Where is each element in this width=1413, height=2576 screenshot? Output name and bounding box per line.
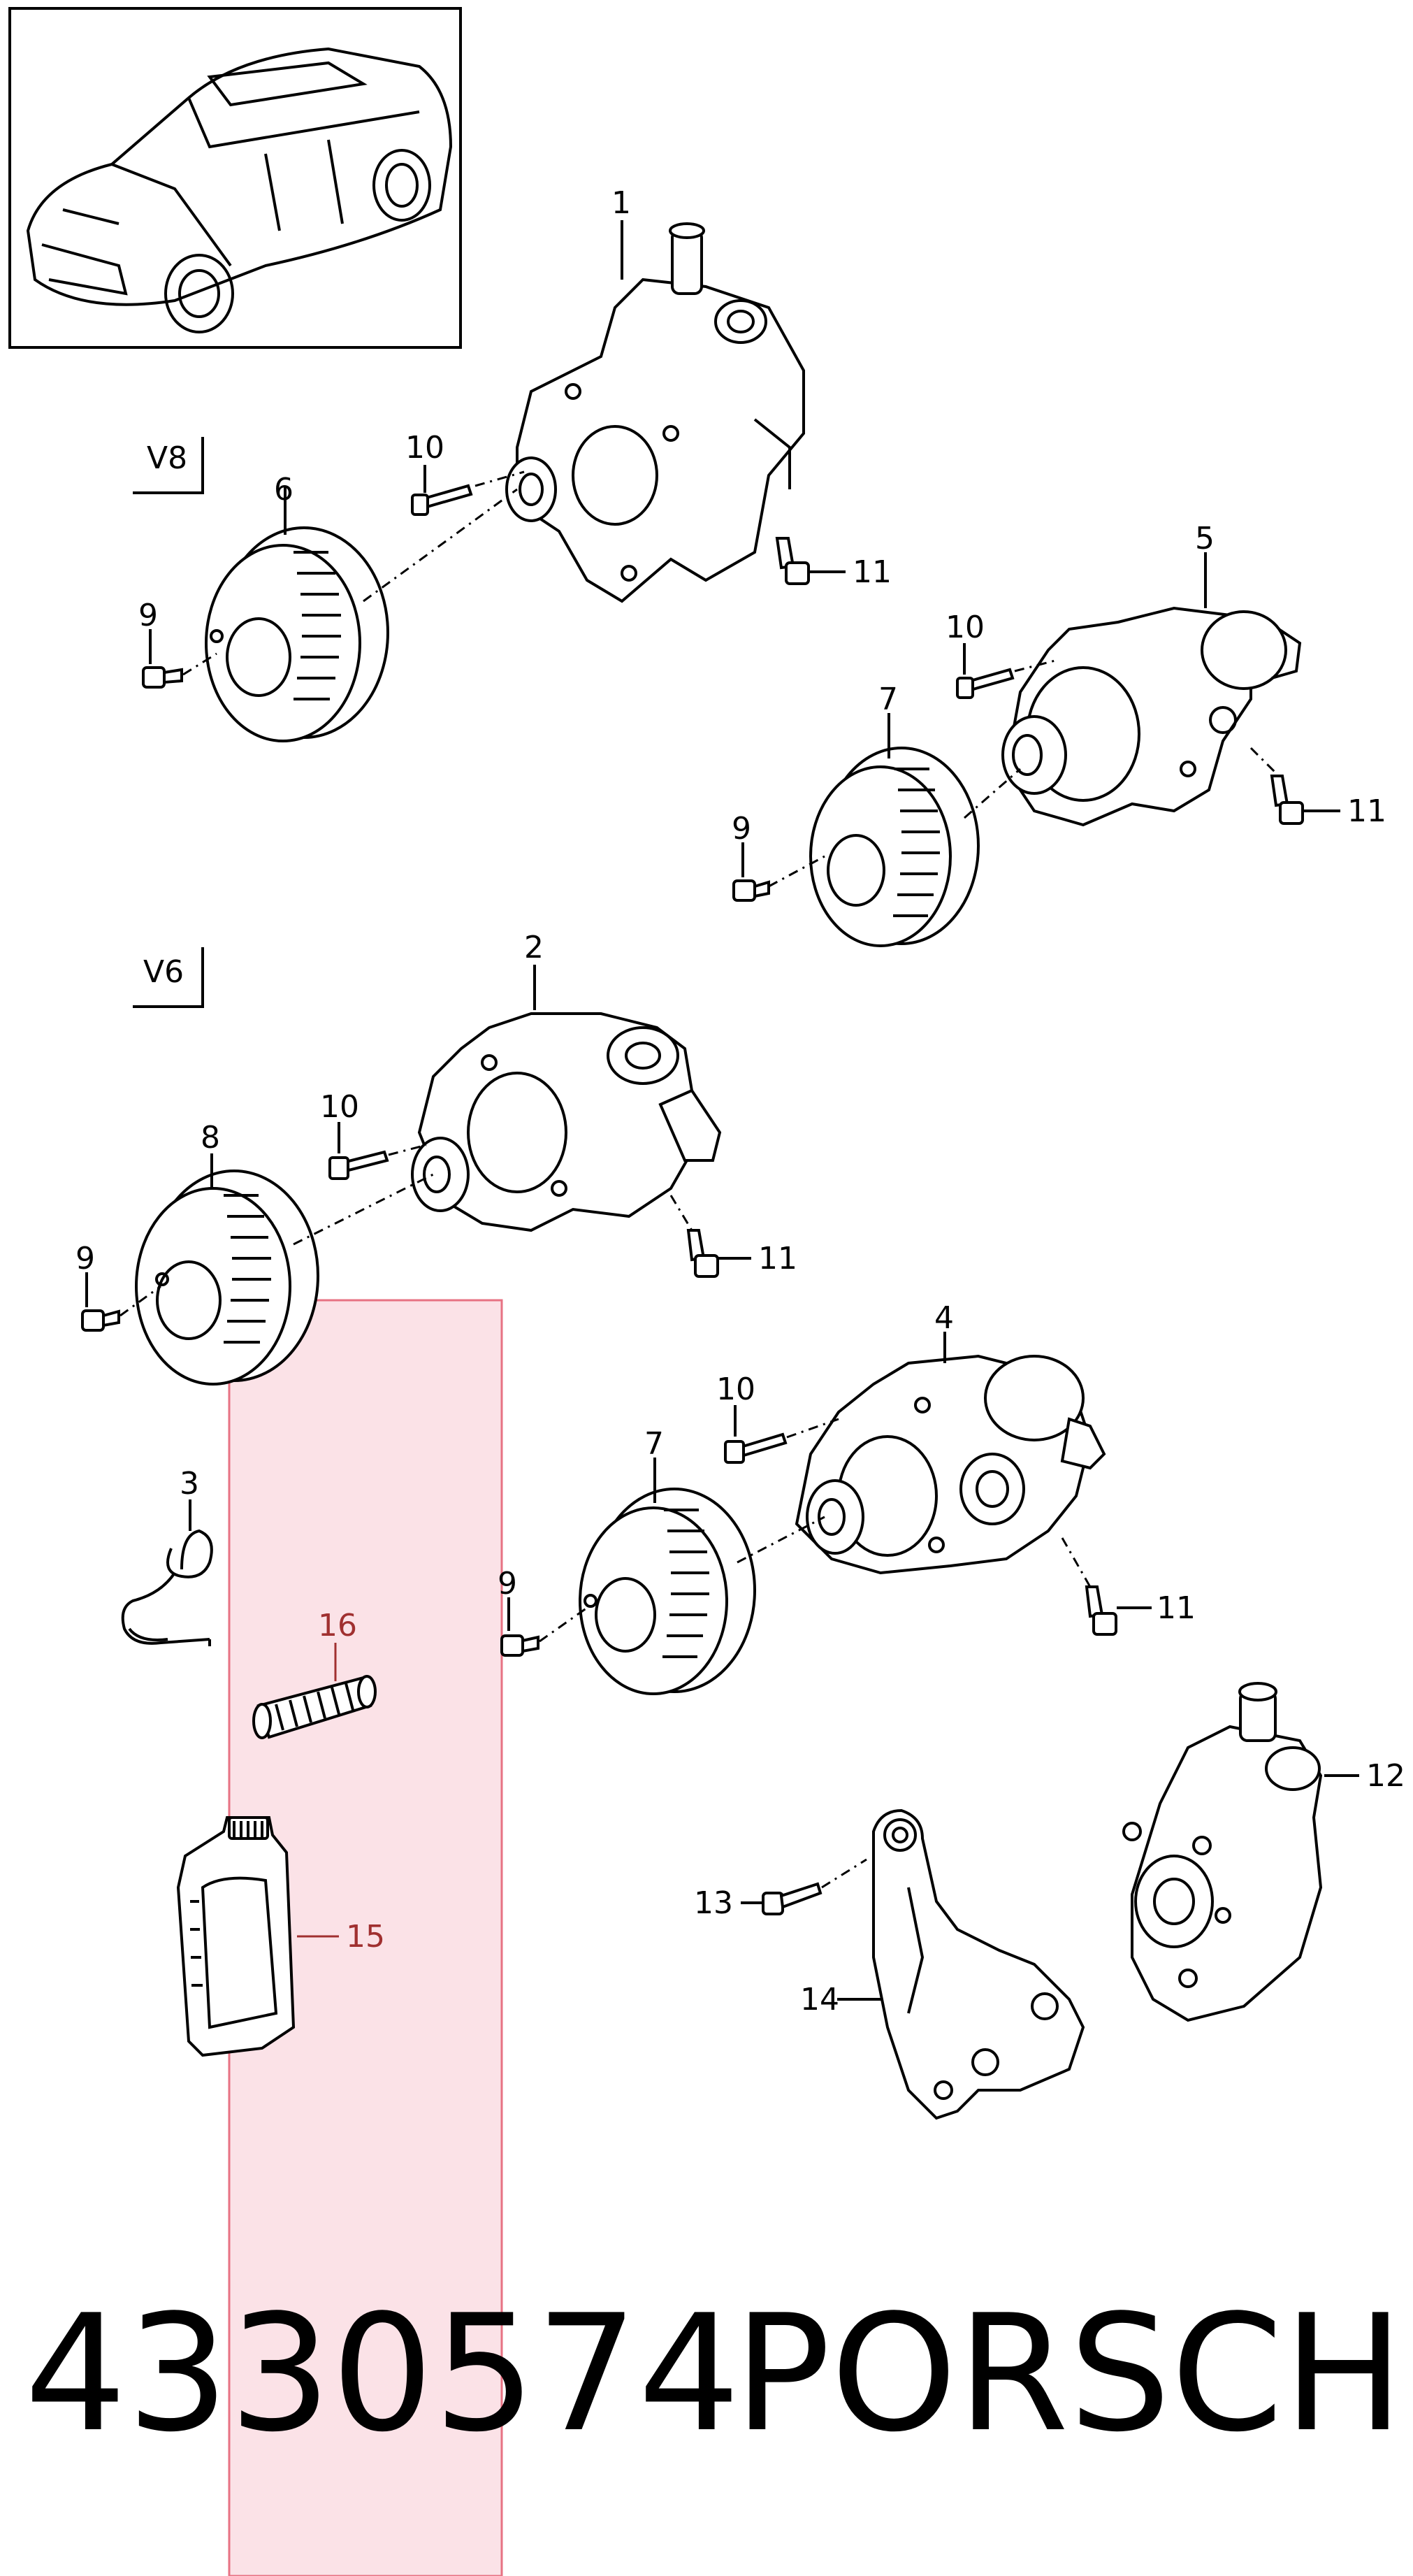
power-steering-pump-2 [411, 1012, 722, 1232]
pulley-7b [579, 1488, 756, 1695]
callout-11b: 11 [1347, 793, 1386, 829]
callout-7a: 7 [878, 682, 898, 717]
bolt-11a [775, 537, 810, 585]
mounting-bracket-14 [872, 1808, 1085, 2120]
variant-v8-label: V8 [147, 440, 187, 476]
callout-7b: 7 [644, 1426, 664, 1462]
callout-8: 8 [201, 1120, 220, 1156]
callout-3: 3 [180, 1466, 199, 1502]
bolt-9c [81, 1309, 120, 1332]
callout-4: 4 [934, 1300, 954, 1336]
callout-12: 12 [1366, 1758, 1405, 1794]
callout-10a: 10 [405, 430, 444, 466]
bolt-11b [1270, 775, 1304, 825]
pulley-7a [809, 747, 980, 947]
power-steering-pump-1 [505, 222, 805, 603]
callout-15: 15 [346, 1919, 385, 1955]
bolt-10d [724, 1432, 788, 1464]
callout-9c: 9 [75, 1241, 95, 1276]
callout-14: 14 [800, 1982, 839, 2017]
callout-13: 13 [694, 1885, 733, 1921]
bolt-9b [732, 879, 770, 902]
power-steering-pump-12 [1122, 1682, 1323, 2022]
power-steering-pump-4 [795, 1354, 1106, 1575]
bolt-9d [500, 1634, 539, 1657]
bolt-9a [142, 666, 183, 689]
callout-6: 6 [274, 472, 294, 508]
pulley-8 [135, 1170, 319, 1386]
brand-name: PORSCHE [734, 2281, 1413, 2468]
bolt-10c [328, 1150, 389, 1180]
callout-2: 2 [524, 930, 544, 965]
bolt-13 [762, 1882, 823, 1915]
callout-11d: 11 [1157, 1590, 1196, 1626]
bolt-11c [686, 1229, 719, 1278]
bolt-11d [1085, 1585, 1117, 1636]
bolt-10b [956, 668, 1015, 699]
hose-clip-3 [121, 1529, 213, 1646]
pulley-6 [205, 526, 389, 742]
callout-10b: 10 [945, 610, 985, 645]
callout-16: 16 [318, 1608, 357, 1643]
callout-9d: 9 [498, 1566, 517, 1602]
callout-10d: 10 [716, 1372, 755, 1407]
car-thumbnail [8, 7, 462, 349]
power-steering-pump-5 [1001, 606, 1302, 827]
callout-11a: 11 [853, 554, 892, 590]
callout-5: 5 [1195, 521, 1215, 556]
callout-9b: 9 [732, 811, 751, 847]
callout-1: 1 [611, 185, 631, 221]
callout-9a: 9 [138, 598, 158, 633]
part-number: 4330574 [24, 2281, 740, 2468]
callout-11c: 11 [758, 1241, 797, 1276]
variant-v6-label: V6 [143, 954, 184, 990]
bolt-10a [411, 484, 473, 516]
callout-10c: 10 [320, 1089, 359, 1125]
drive-shaft-16 [252, 1675, 377, 1739]
oil-bottle-15 [176, 1816, 296, 2057]
